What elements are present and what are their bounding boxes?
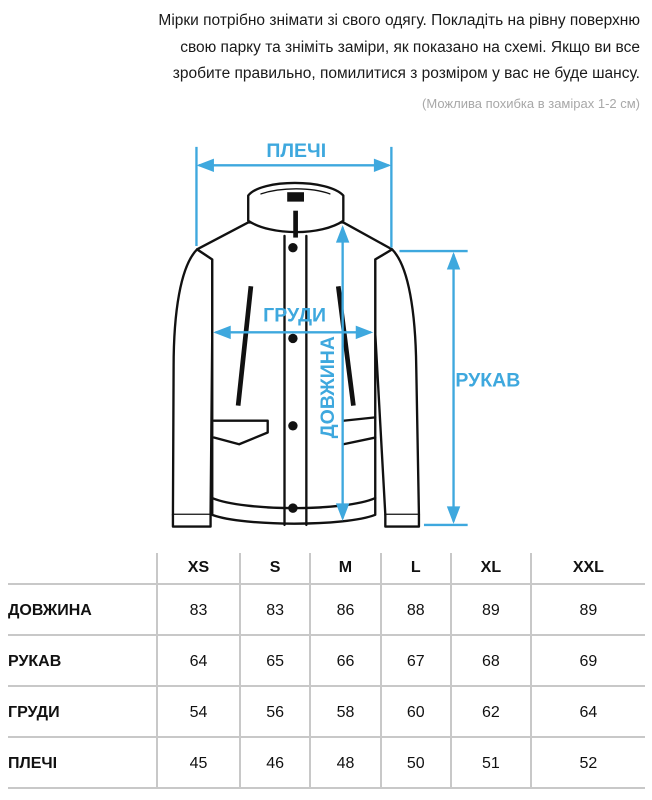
table-cell: 69 — [529, 635, 645, 687]
instructions-text: Мірки потрібно знімати зі свого одягу. П… — [40, 8, 640, 88]
shoulders-label: ПЛЕЧІ — [266, 140, 326, 162]
row-label: ГРУДИ — [8, 686, 157, 738]
length-label: ДОВЖИНА — [317, 336, 339, 438]
table-cell: 60 — [379, 686, 451, 738]
table-cell: 51 — [449, 737, 531, 789]
table-row: ГРУДИ 54 56 58 60 62 64 — [8, 686, 645, 738]
instructions-line: зробите правильно, помилитися з розміром… — [172, 65, 640, 82]
size-table: XS S M L XL XXL ДОВЖИНА 83 83 86 88 89 8… — [8, 553, 645, 789]
row-label: РУКАВ — [8, 635, 157, 687]
corner-cell — [8, 553, 157, 585]
table-cell: 83 — [156, 584, 240, 636]
shoulders-measure: ПЛЕЧІ — [195, 140, 393, 248]
table-cell: 48 — [309, 737, 381, 789]
table-row: ПЛЕЧІ 45 46 48 50 51 52 — [8, 737, 645, 789]
sleeve-measure: РУКАВ — [399, 249, 520, 527]
table-cell: 64 — [156, 635, 240, 687]
chest-measure: ГРУДИ — [213, 305, 374, 340]
zipper-pull — [293, 210, 298, 238]
size-header: L — [379, 553, 451, 585]
table-cell: 66 — [309, 635, 381, 687]
table-cell: 64 — [529, 686, 645, 738]
table-cell: 83 — [238, 584, 311, 636]
chest-label: ГРУДИ — [263, 305, 326, 327]
tolerance-note: (Можлива похибка в замірах 1-2 см) — [422, 96, 640, 111]
table-cell: 65 — [238, 635, 311, 687]
table-cell: 86 — [309, 584, 381, 636]
jacket-illustration — [171, 181, 421, 528]
brand-tag — [287, 192, 304, 202]
table-cell: 52 — [529, 737, 645, 789]
table-cell: 54 — [156, 686, 240, 738]
size-header-row: XS S M L XL XXL — [8, 553, 645, 585]
table-cell: 50 — [379, 737, 451, 789]
table-cell: 89 — [449, 584, 531, 636]
jacket-measurement-diagram: ПЛЕЧІ ГРУДИ ДОВЖИНА РУКАВ — [171, 140, 520, 528]
table-cell: 67 — [379, 635, 451, 687]
table-row: РУКАВ 64 65 66 67 68 69 — [8, 635, 645, 687]
table-cell: 89 — [529, 584, 645, 636]
table-cell: 45 — [156, 737, 240, 789]
row-label: ПЛЕЧІ — [8, 737, 157, 789]
length-measure: ДОВЖИНА — [317, 225, 350, 521]
table-row: ДОВЖИНА 83 83 86 88 89 89 — [8, 584, 645, 636]
size-header: XL — [449, 553, 531, 585]
size-header: S — [238, 553, 311, 585]
table-cell: 88 — [379, 584, 451, 636]
table-cell: 58 — [309, 686, 381, 738]
table-cell: 68 — [449, 635, 531, 687]
size-header: M — [309, 553, 381, 585]
instructions-line: свою парку та зніміть заміри, як показан… — [180, 38, 640, 56]
buttons — [288, 242, 298, 513]
sleeve-label: РУКАВ — [455, 369, 520, 391]
table-cell: 62 — [449, 686, 531, 738]
table-cell: 56 — [238, 686, 311, 738]
table-cell: 46 — [238, 737, 311, 789]
size-header: XXL — [529, 553, 645, 585]
instructions-line: Мірки потрібно знімати зі свого одягу. П… — [158, 12, 640, 29]
size-header: XS — [156, 553, 240, 585]
row-label: ДОВЖИНА — [8, 584, 157, 636]
